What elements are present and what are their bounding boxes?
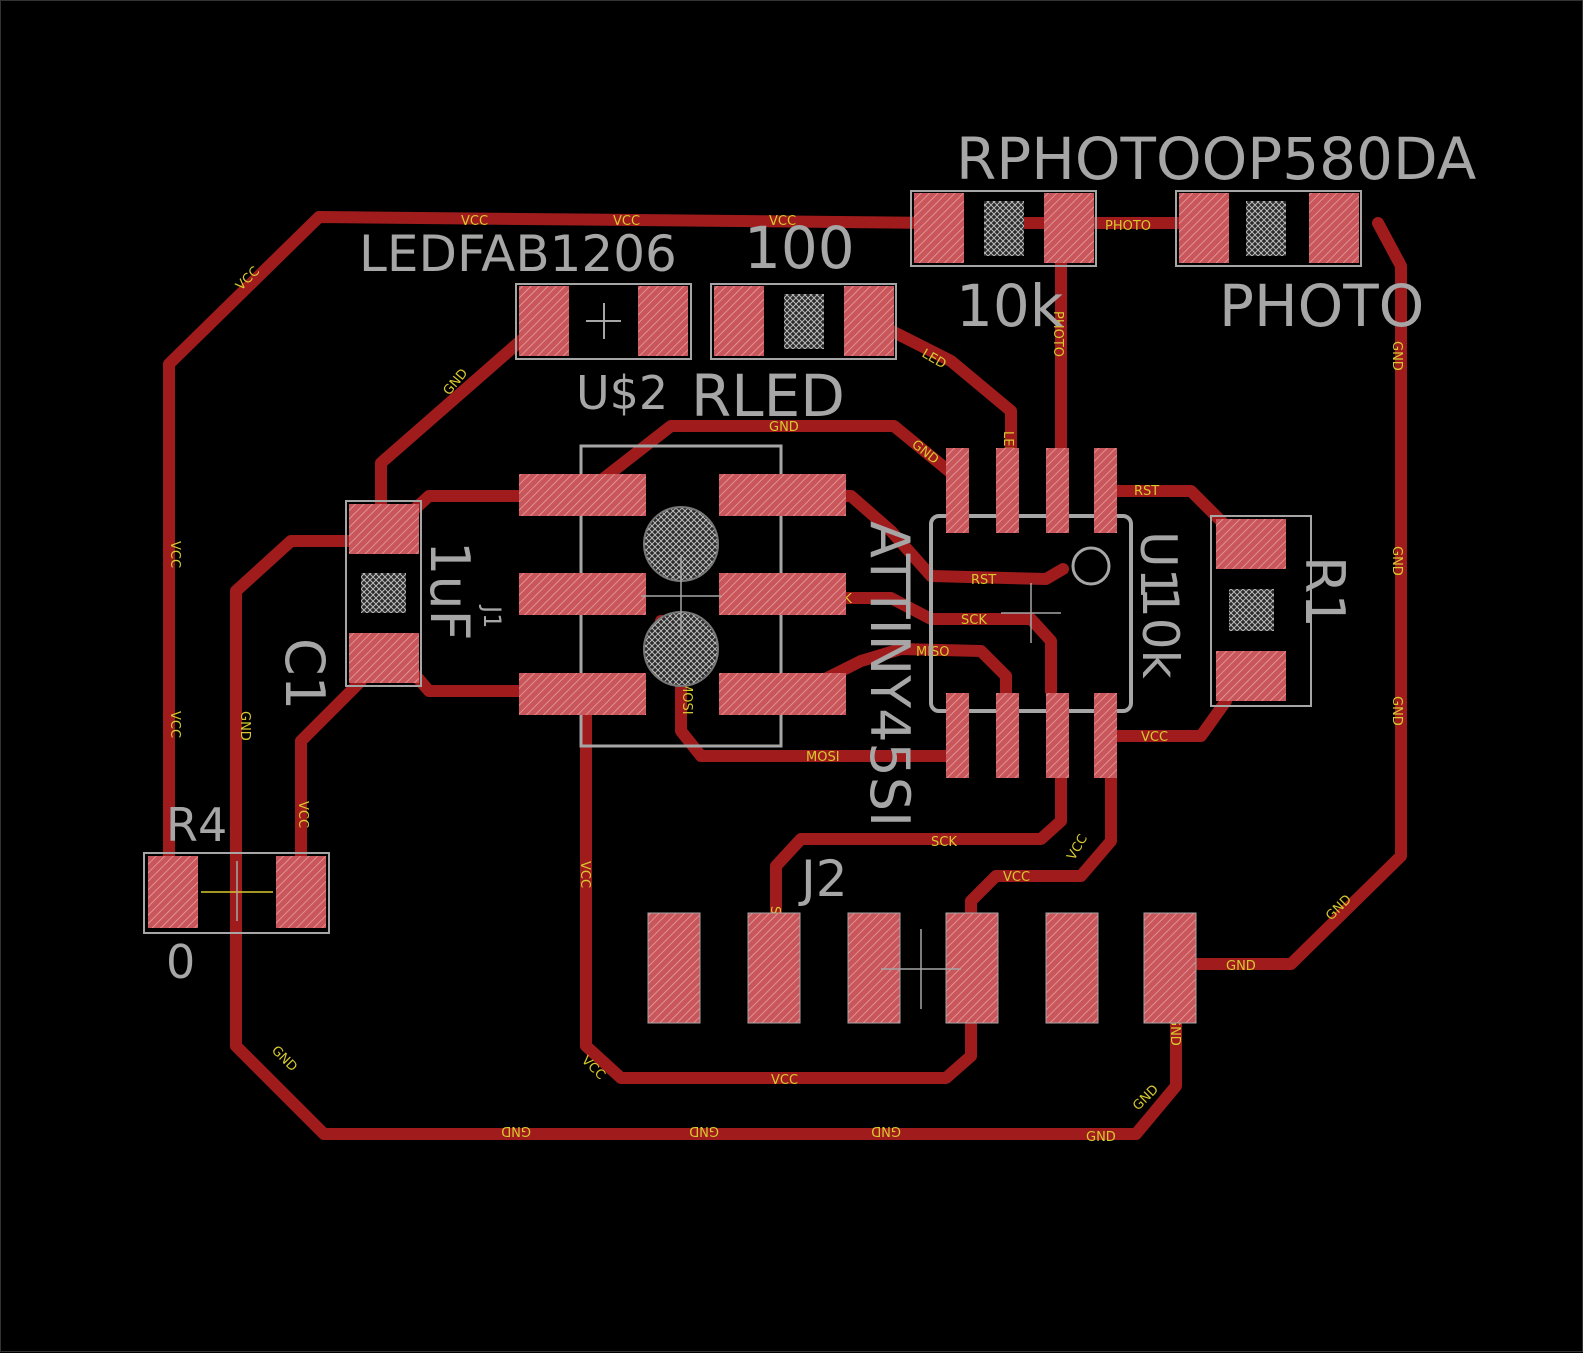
net-label-vcc: VCC: [167, 711, 182, 738]
net-label-vcc: VCC: [613, 214, 640, 229]
net-label-vcc: VCC: [1064, 832, 1091, 863]
trace-vcc-bottom: [580, 695, 977, 1084]
phototransistor[interactable]: [1175, 190, 1362, 267]
trace-sck-j2: [770, 755, 1067, 932]
capacitor-c1[interactable]: [345, 500, 422, 687]
label-ledfab1206: LEDFAB1206: [359, 225, 677, 283]
label-10k: 10k: [956, 272, 1064, 340]
trace-sck: [795, 592, 1057, 697]
net-label-gnd: GND: [501, 1123, 531, 1138]
net-label-gnd: GND: [1389, 696, 1404, 726]
net-label-sck: SCK: [931, 835, 957, 850]
label-100: 100: [744, 214, 855, 282]
trace-gnd-j1: [575, 420, 967, 502]
trace-vcc-chip: [1105, 695, 1232, 742]
label-attiny45si: ATTINY45SI: [858, 521, 921, 827]
net-label-gnd: GND: [237, 711, 252, 741]
net-label-vcc: VCC: [167, 541, 182, 568]
net-label-gnd: GND: [1086, 1130, 1116, 1145]
ftdi-header-j2[interactable]: [647, 912, 1197, 1024]
resistor-10k-photo[interactable]: [910, 190, 1097, 267]
net-label-gnd: GND: [268, 1043, 300, 1075]
resistor-r4[interactable]: [143, 852, 330, 934]
trace-led: [870, 317, 1017, 477]
net-label-rst: RST: [1134, 484, 1159, 499]
net-label-gnd: GND: [1389, 341, 1404, 371]
net-label-vcc: VCC: [769, 214, 796, 229]
attiny45-u1[interactable]: [929, 448, 1133, 778]
label-u2: U$2: [576, 366, 668, 420]
trace-miso: [795, 643, 1012, 707]
trace-vcc-r4: [295, 675, 367, 877]
net-label-vcc: VCC: [461, 214, 488, 229]
net-label-photo: PHOTO: [1105, 219, 1151, 234]
isp-header-j1[interactable]: [519, 444, 846, 748]
net-label-rst: RST: [971, 573, 996, 588]
net-label-gnd: GND: [1226, 959, 1256, 974]
net-label-sck: SCK: [961, 613, 987, 628]
trace-gnd-outer: [1170, 217, 1407, 970]
net-label-gnd: GND: [871, 1123, 901, 1138]
net-label-gnd: GND: [769, 420, 799, 435]
net-label-mosi: MOSI: [679, 681, 694, 715]
trace-gnd-bottom: [230, 535, 1182, 1140]
label-u1: U1: [1129, 531, 1187, 599]
net-label-vcc: VCC: [1141, 730, 1168, 745]
resistor-r1[interactable]: [1210, 515, 1312, 707]
net-label-gnd: GND: [689, 1123, 719, 1138]
net-label-mosi: MOSI: [806, 750, 840, 765]
label-0: 0: [166, 935, 195, 989]
label-r1: R1: [1293, 556, 1356, 628]
net-label-vcc: VCC: [1003, 870, 1030, 885]
label-rphotoop580da: RPHOTOOP580DA: [956, 125, 1477, 193]
trace-rst-r1: [1105, 485, 1237, 537]
resistor-100-led[interactable]: [710, 283, 897, 360]
led-1206[interactable]: [515, 283, 692, 360]
trace-vcc-j2: [965, 755, 1117, 937]
label-r1-value: 10k: [1131, 586, 1189, 679]
label-1uf: 1uF: [418, 541, 481, 641]
label-photo: PHOTO: [1219, 272, 1424, 340]
label-c1: C1: [273, 638, 336, 710]
net-label-vcc: VCC: [577, 861, 592, 888]
silkscreen-labels: RPHOTOOP580DA LEDFAB1206 100 10k PHOTO U…: [166, 125, 1477, 989]
net-label-led: LED: [919, 346, 949, 372]
net-label-vcc: VCC: [295, 801, 310, 828]
label-j2: J2: [798, 850, 848, 908]
label-rled: RLED: [691, 362, 845, 430]
label-j1: J1: [478, 604, 506, 628]
label-r4: R4: [166, 798, 227, 852]
net-label-gnd: GND: [1389, 546, 1404, 576]
net-label-photo: PHOTO: [1050, 311, 1065, 357]
net-label-vcc: VCC: [771, 1073, 798, 1088]
